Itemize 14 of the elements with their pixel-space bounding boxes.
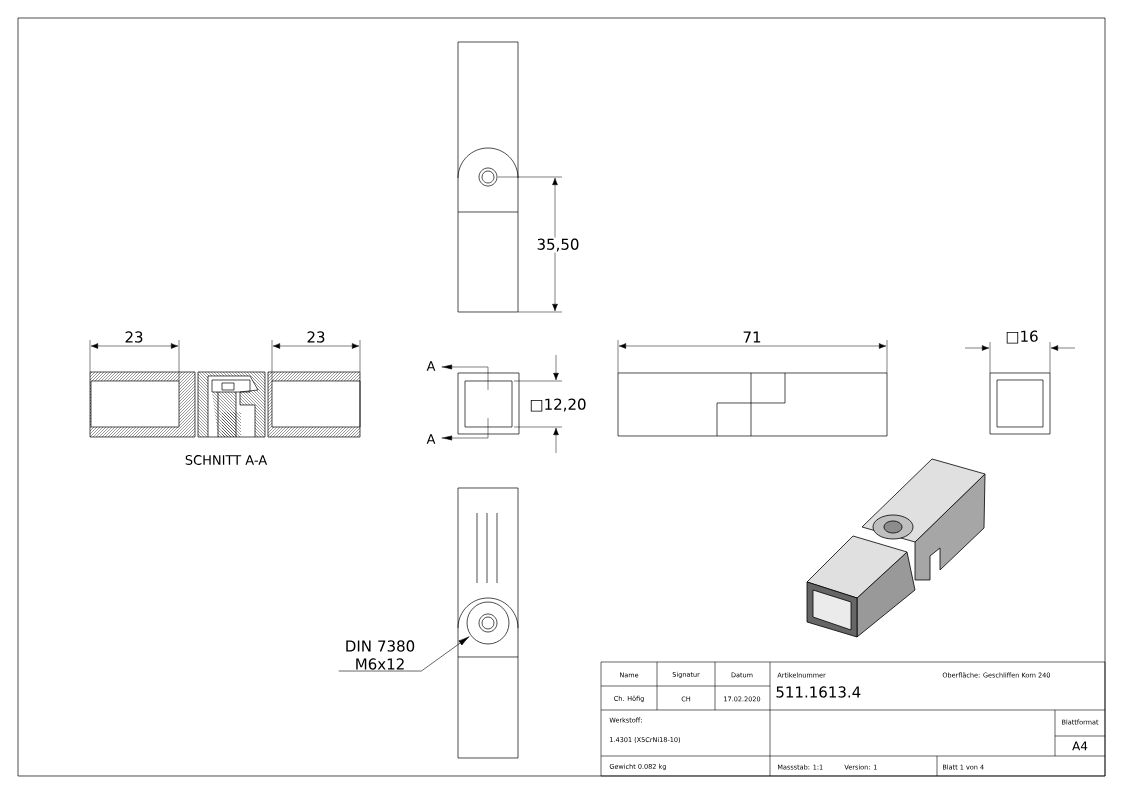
title-block-text: A4 — [1072, 741, 1088, 751]
section-letter: A — [426, 434, 436, 444]
dimension-text: 23 — [125, 331, 143, 343]
leader-line — [421, 636, 470, 672]
section-letter: A — [426, 361, 436, 371]
article-number: 511.1613.4 — [776, 686, 861, 698]
view-title: SCHNITT A-A — [185, 455, 268, 465]
screw-head-circle — [466, 601, 510, 645]
dimension-text: □12,20 — [528, 397, 588, 413]
dimension-text: 23 — [307, 331, 325, 343]
dimension-text: □16 — [1006, 330, 1038, 344]
dimension-text: 35,50 — [535, 237, 581, 253]
callout-text: DIN 7380 M6x12 — [338, 640, 422, 672]
dimension-text: 71 — [743, 331, 761, 343]
